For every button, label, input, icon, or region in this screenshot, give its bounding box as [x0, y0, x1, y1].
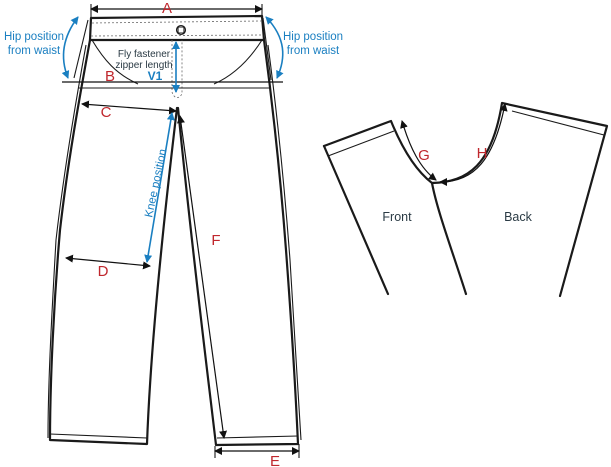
right-leg-outline: [176, 38, 300, 447]
label-c: C: [101, 104, 112, 121]
dim-line-d: [65, 254, 151, 270]
dim-line-c: [81, 100, 177, 115]
button-center: [177, 26, 185, 34]
label-d: D: [98, 263, 109, 280]
right-hem-line: [216, 435, 299, 439]
front-label: Front: [382, 210, 412, 224]
back-waist-stitch: [511, 110, 605, 136]
hip-right-line-2: from waist: [287, 45, 340, 57]
left-leg-side-seam: [47, 44, 87, 439]
fly-stitching: [171, 40, 183, 98]
left-hip-line: [73, 19, 89, 79]
dim-line-f: [176, 115, 228, 439]
label-b: B: [105, 68, 115, 85]
dim-hip-right: [265, 16, 284, 79]
pants-drawing: [47, 14, 302, 447]
fly-label-line-2: zipper length: [115, 60, 172, 71]
waistband-stitch-bottom: [90, 34, 263, 37]
waistband-stitch-top: [91, 20, 262, 24]
front-piece-side: [322, 144, 390, 296]
dim-hip-left: [61, 16, 79, 79]
dim-knee: [144, 112, 175, 263]
label-v1: V1: [148, 69, 163, 83]
front-piece-outline: [322, 119, 468, 296]
fly-label-line-1: Fly fastener: [118, 49, 171, 60]
front-waist-stitch: [327, 130, 395, 157]
dim-line-g: [400, 120, 437, 181]
left-leg-outline: [48, 38, 179, 446]
left-pocket: [91, 39, 139, 85]
right-leg-side-seam: [267, 44, 302, 441]
label-f: F: [211, 232, 220, 249]
waist-button: [175, 24, 187, 36]
back-label: Back: [504, 210, 533, 224]
left-hem-line: [49, 433, 148, 439]
label-a: A: [162, 0, 172, 17]
dim-line-h: [439, 103, 508, 186]
crotch-pattern: [322, 101, 609, 298]
label-g: G: [418, 147, 430, 164]
hip-right-line-1: Hip position: [283, 31, 343, 43]
hip-left-line-2: from waist: [8, 45, 61, 57]
label-e: E: [270, 453, 280, 467]
label-h: H: [477, 145, 488, 162]
right-pocket: [213, 39, 263, 85]
hip-left-line-1: Hip position: [4, 31, 64, 43]
